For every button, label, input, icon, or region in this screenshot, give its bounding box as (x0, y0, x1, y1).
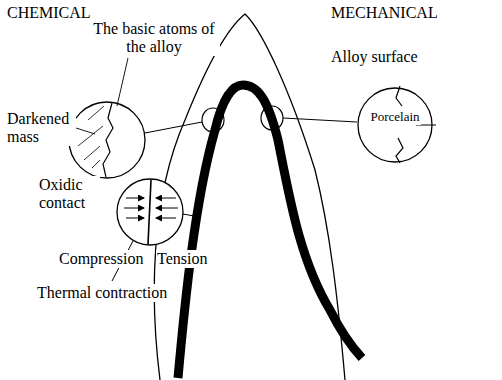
stress-label: Tension (156, 250, 208, 268)
stress-label: Compression (58, 250, 144, 268)
part-label: Oxidic contact (38, 176, 100, 212)
part-label: Alloy surface (330, 48, 419, 66)
part-label: The basic atoms of the alloy (88, 20, 220, 56)
magnified-circle: Porcelain (357, 87, 433, 163)
category-heading: MECHANICAL (330, 4, 439, 22)
category-heading: CHEMICAL (6, 4, 92, 22)
material-label: Porcelain (369, 109, 420, 125)
note-label: Thermal contraction (36, 284, 168, 302)
part-label: Darkened mass (6, 110, 76, 146)
circle-outline (357, 87, 433, 163)
